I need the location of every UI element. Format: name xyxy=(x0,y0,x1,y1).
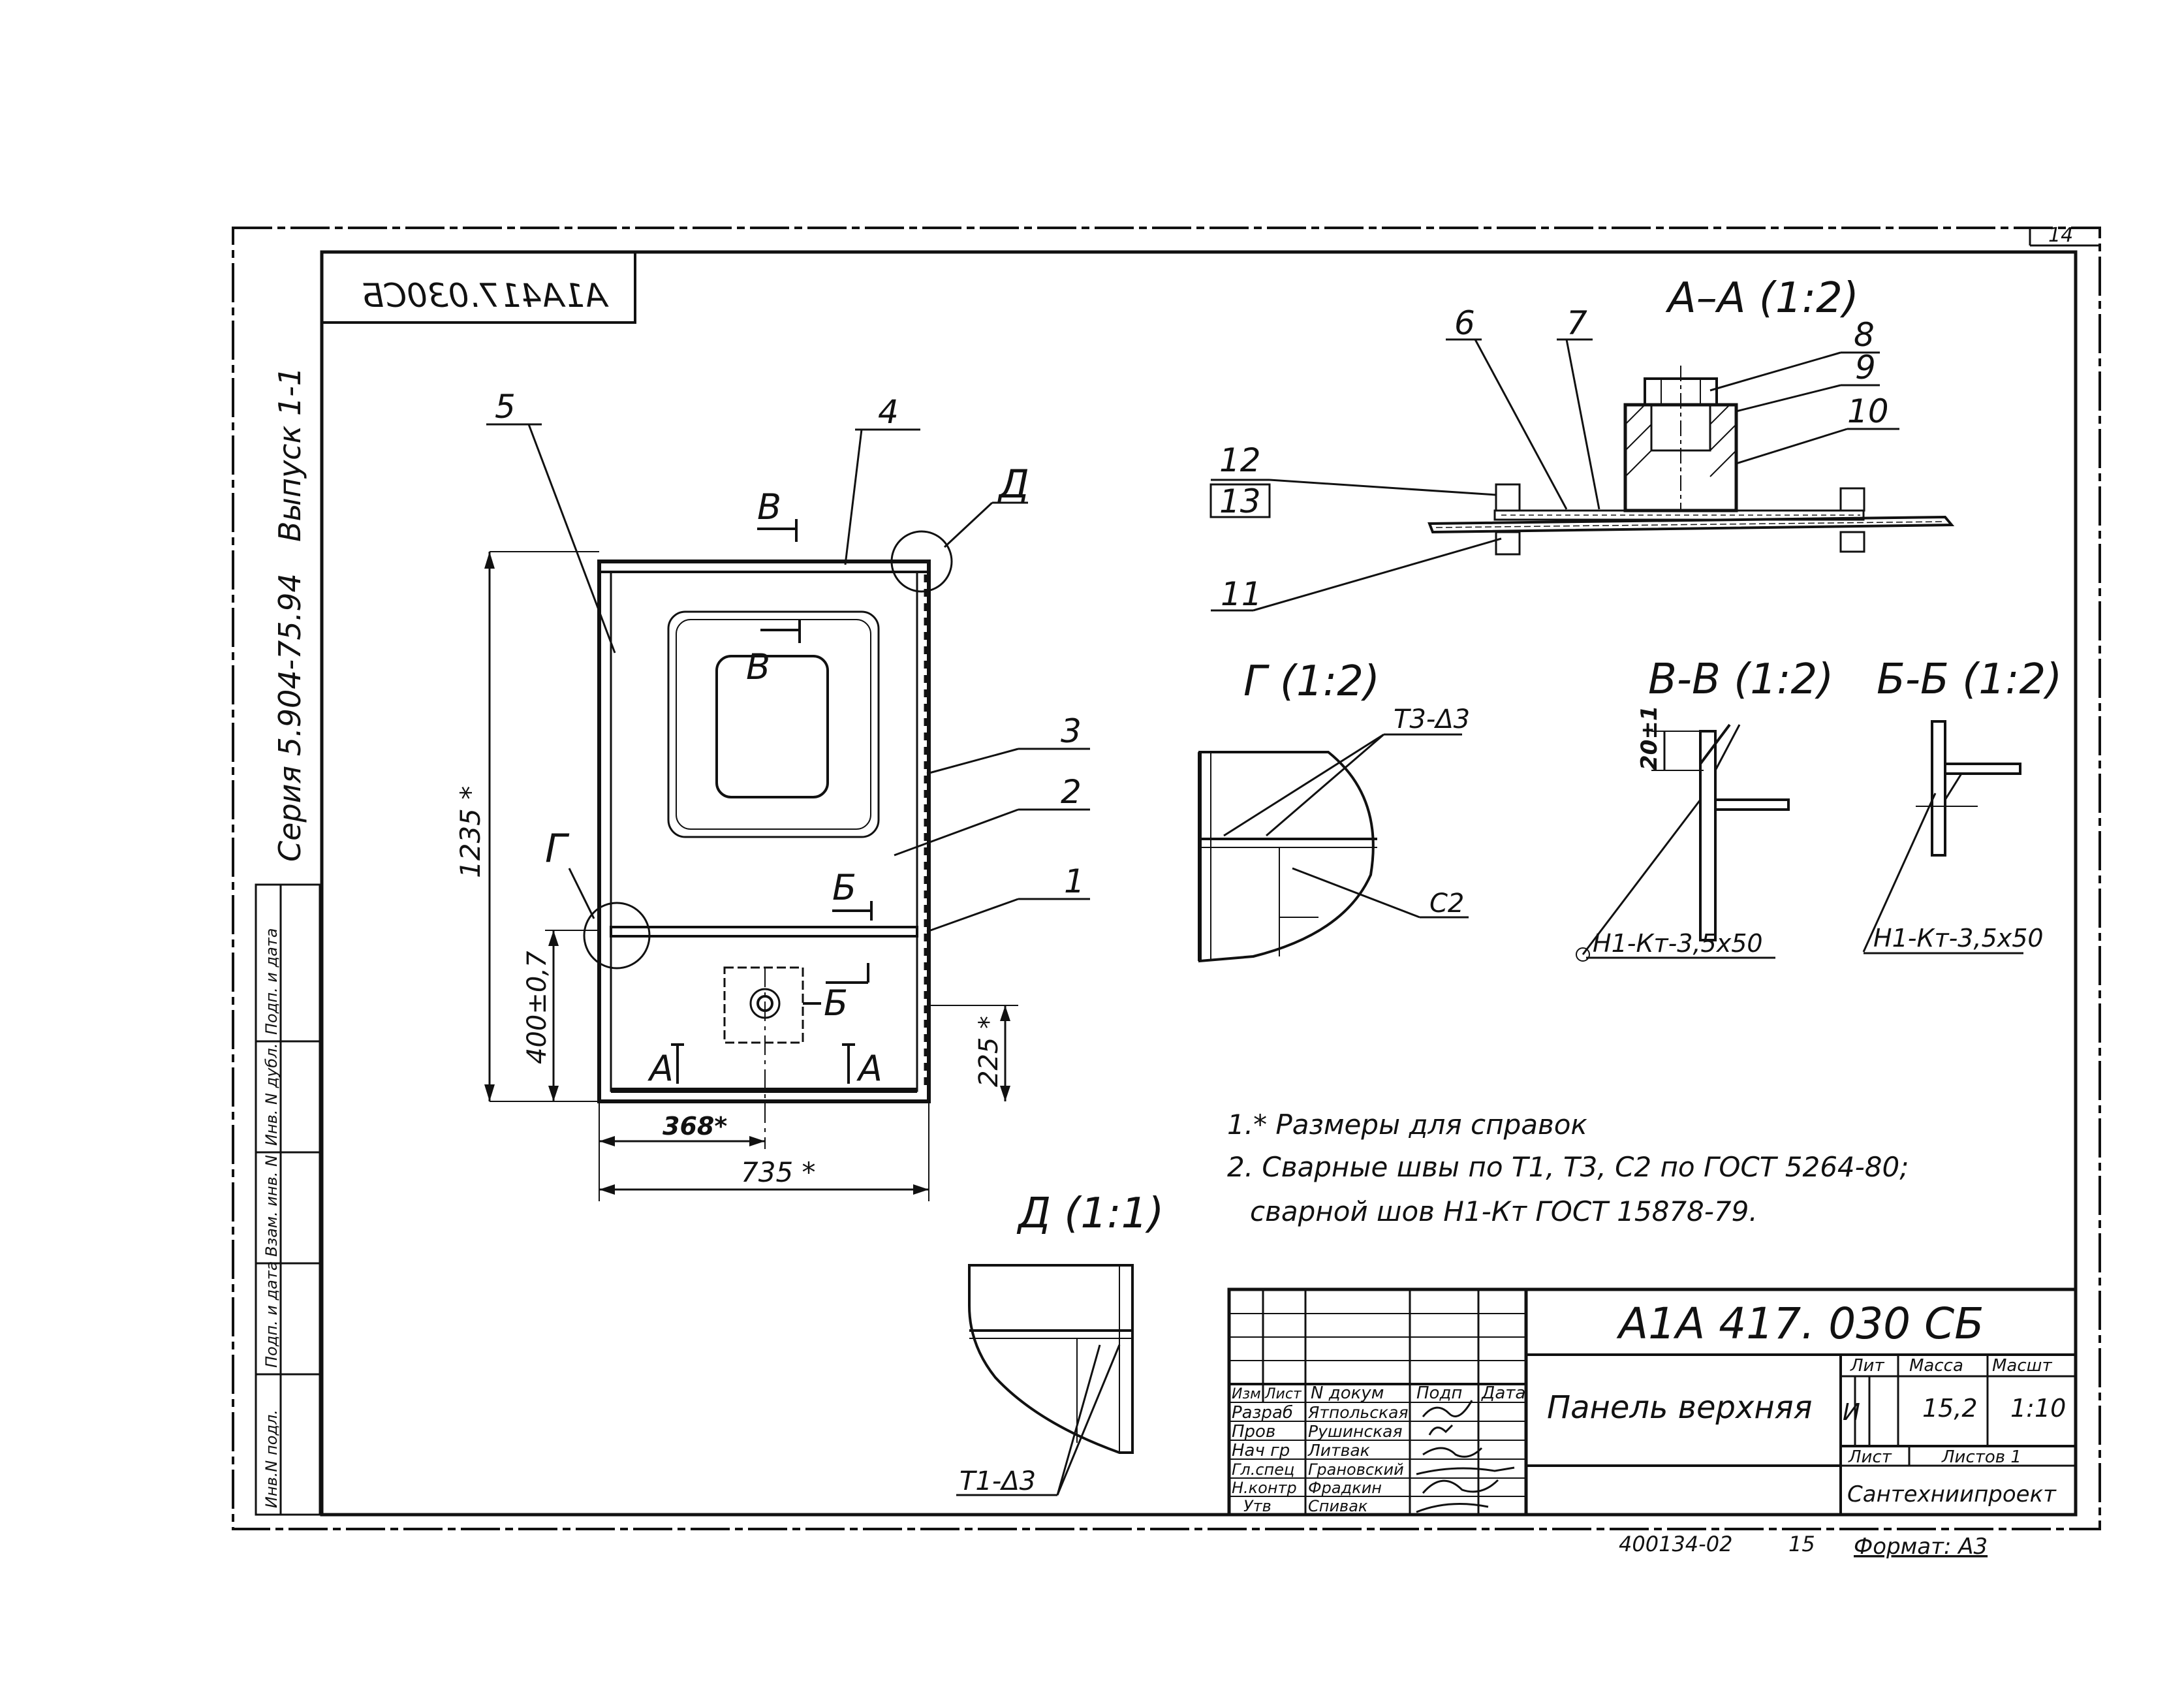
view-g-weld-top: Т3-Δ3 xyxy=(1394,704,1470,734)
tb-role-1: Разраб xyxy=(1232,1403,1293,1423)
aa-leader-6: 6 xyxy=(1454,304,1475,342)
side-series: Серия 5.904-75.94 xyxy=(272,573,307,862)
section-vv-dim: 20±1 xyxy=(1636,706,1662,770)
footer-copy-code: 400134-02 xyxy=(1619,1532,1732,1556)
notes: 1.* Размеры для справок 2. Сварные швы п… xyxy=(1227,1109,1909,1227)
side-col-4: Инв. N дубл. xyxy=(262,1043,281,1146)
side-col-5: Подп. и дата xyxy=(262,928,281,1035)
tb-col-sign: Подп xyxy=(1416,1383,1462,1403)
tb-col-list: Лист xyxy=(1264,1386,1302,1402)
tb-role-5: Н.контр xyxy=(1232,1479,1297,1497)
side-col-2: Подп. и дата xyxy=(262,1261,281,1368)
tb-name-3: Литвак xyxy=(1307,1441,1370,1460)
mark-b-lower: Б xyxy=(824,983,848,1024)
detail-mark-d: Д xyxy=(997,462,1029,507)
leader-1: 1 xyxy=(1064,862,1085,900)
section-bb: Б-Б (1:2) Н1-Кт-3,5х50 xyxy=(1862,655,2062,954)
aa-leader-9: 9 xyxy=(1855,349,1876,386)
view-d-title: Д (1:1) xyxy=(1016,1190,1164,1238)
dim-center: 368* xyxy=(663,1112,727,1141)
view-g-weld-bottom: С2 xyxy=(1429,889,1464,919)
side-col-1: Инв.N подл. xyxy=(262,1410,281,1508)
view-d: Д (1:1) Т1-Δ3 xyxy=(956,1190,1164,1496)
aa-leader-12: 12 xyxy=(1219,441,1261,479)
note-1: 1.* Размеры для справок xyxy=(1227,1109,1587,1141)
note-2: 2. Сварные швы по Т1, Т3, С2 по ГОСТ 526… xyxy=(1227,1151,1909,1183)
section-vv: В-В (1:2) 20±1 Н1-Кт-3,5х50 xyxy=(1576,655,1833,962)
mark-a-right: А xyxy=(856,1048,882,1089)
tb-name-4: Грановский xyxy=(1308,1460,1404,1479)
tb-name-6: Спивак xyxy=(1308,1497,1368,1515)
tb-name-1: Ятпольская xyxy=(1307,1403,1409,1422)
leader-4: 4 xyxy=(878,393,899,431)
dim-right: 225 * xyxy=(974,1016,1004,1087)
side-stamp: Серия 5.904-75.94 Выпуск 1-1 Инв.N подл.… xyxy=(255,367,321,1516)
tb-name: Панель верхняя xyxy=(1547,1389,1812,1426)
section-aa-title: А–А (1:2) xyxy=(1665,274,1859,323)
mark-b-right: Б xyxy=(832,867,856,908)
tb-role-4: Гл.спец xyxy=(1232,1460,1294,1479)
tb-sheet: Лист xyxy=(1848,1447,1892,1467)
page-number: 14 xyxy=(2048,224,2073,247)
tb-scale: 1:10 xyxy=(2010,1394,2066,1423)
main-view-dimensions: 1235 * 400±0,7 225 * 368* 735 * xyxy=(454,551,1018,1201)
view-g: Г (1:2) Т3-Δ3 С2 xyxy=(1198,657,1470,963)
dim-width: 735 * xyxy=(741,1156,816,1188)
leader-2: 2 xyxy=(1061,773,1082,811)
tb-col-doc: N докум xyxy=(1311,1383,1384,1403)
note-3: сварной шов Н1-Кт ГОСТ 15878-79. xyxy=(1250,1195,1758,1227)
tb-lit-header: Лит xyxy=(1850,1356,1884,1376)
tb-organization: Сантехниипроект xyxy=(1847,1481,2057,1507)
tb-mass: 15,2 xyxy=(1922,1394,1978,1423)
leader-3-label: 3 xyxy=(1061,712,1082,750)
section-marks: В В Б Б А А xyxy=(647,486,882,1089)
section-vv-title: В-В (1:2) xyxy=(1648,655,1833,704)
tb-name-5: Фрадкин xyxy=(1308,1479,1382,1497)
tb-role-3: Нач гр xyxy=(1232,1441,1290,1460)
side-col-3: Взам. инв. N xyxy=(262,1155,281,1257)
title-block: Изм Лист N докум Подп Дата Разраб Ятполь… xyxy=(1227,1287,2078,1517)
aa-leader-8: 8 xyxy=(1854,316,1875,354)
signatures xyxy=(1416,1400,1515,1513)
mark-v-inner: В xyxy=(746,646,770,687)
tb-role-6: Утв xyxy=(1243,1497,1271,1515)
tb-name-2: Рушинская xyxy=(1308,1422,1403,1441)
dim-lower: 400±0,7 xyxy=(522,951,552,1064)
view-d-weld: Т1-Δ3 xyxy=(959,1466,1036,1496)
section-bb-weld: Н1-Кт-3,5х50 xyxy=(1873,924,2044,953)
mark-v-top: В xyxy=(757,486,781,528)
tb-col-date: Дата xyxy=(1481,1383,1525,1403)
section-vv-weld: Н1-Кт-3,5х50 xyxy=(1593,929,1763,958)
mirrored-code-box: А1А417.030СБ xyxy=(320,251,636,324)
tb-lit: И xyxy=(1843,1399,1860,1426)
detail-mark-g: Г xyxy=(545,826,570,872)
tb-col-izm: Изм xyxy=(1232,1386,1261,1402)
side-issue: Выпуск 1-1 xyxy=(272,367,307,542)
footer: 400134-02 15 Формат: А3 xyxy=(1619,1532,1988,1560)
aa-leader-13: 13 xyxy=(1219,482,1261,520)
tb-role-2: Пров xyxy=(1232,1422,1275,1442)
footer-copy-num: 15 xyxy=(1788,1532,1815,1556)
view-g-title: Г (1:2) xyxy=(1243,657,1380,706)
leader-5: 5 xyxy=(495,388,516,426)
footer-format: Формат: А3 xyxy=(1854,1534,1988,1560)
mirrored-code: А1А417.030СБ xyxy=(362,277,609,315)
sheet-frame xyxy=(232,227,2101,1530)
tb-designation: А1А 417. 030 СБ xyxy=(1616,1299,1984,1349)
main-panel-view xyxy=(583,530,953,1149)
aa-leader-10: 10 xyxy=(1847,392,1889,430)
section-aa: А–А (1:2) 6 7 8 xyxy=(1209,274,1955,613)
section-bb-title: Б-Б (1:2) xyxy=(1877,655,2062,704)
tb-sheets: Листов 1 xyxy=(1941,1447,2021,1467)
aa-leader-11: 11 xyxy=(1221,575,1262,613)
dim-height: 1235 * xyxy=(454,786,486,878)
tb-mass-header: Масса xyxy=(1909,1356,1963,1376)
aa-leader-7: 7 xyxy=(1567,304,1587,342)
mark-a-left: А xyxy=(647,1048,674,1089)
tb-scale-header: Масшт xyxy=(1992,1356,2052,1376)
main-view-leaders: 5 4 1 3 2 1 Д Г xyxy=(486,388,1090,933)
